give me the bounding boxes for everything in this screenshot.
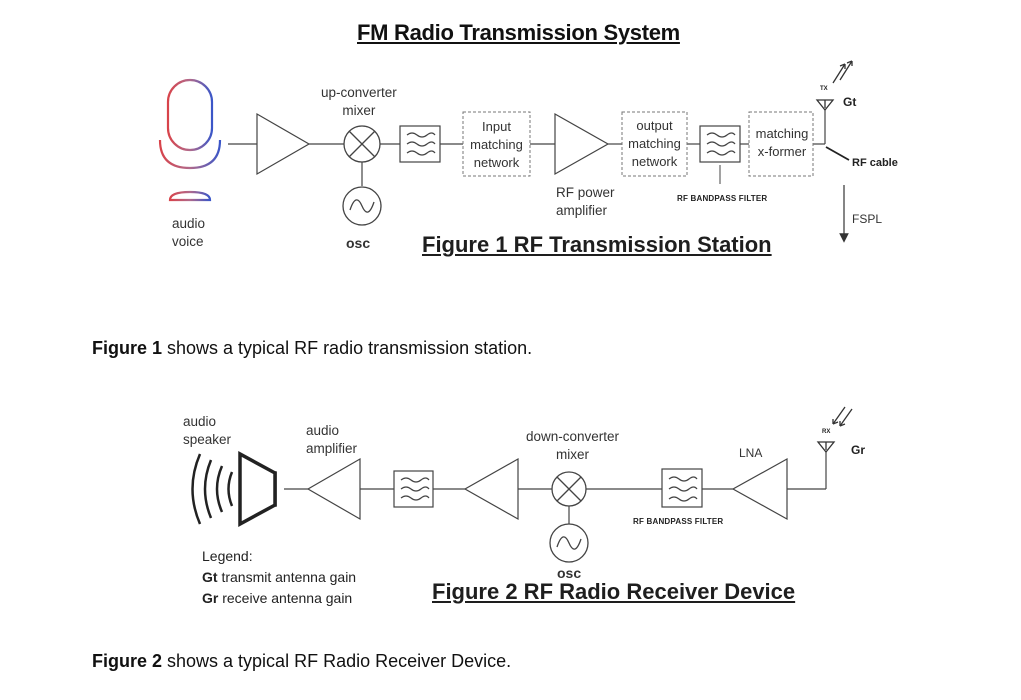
osc-label: osc [346,235,371,251]
audio-voice-label: audio voice [172,215,205,251]
bandpass-filter-icon [399,125,441,163]
rf-bandpass-filter-icon [661,468,703,508]
figure2-title: Figure 2 RF Radio Receiver Device [432,579,796,604]
audio-speaker-line1: audio [183,414,217,429]
matching-xformer-line1: matching [755,126,809,141]
figure1-title: Figure 1 RF Transmission Station [422,232,772,257]
page-title: FM Radio Transmission System [357,20,680,45]
legend-gt-text: transmit antenna gain [217,569,357,585]
fspl-label: FSPL [852,212,883,226]
oscillator-icon [549,523,589,563]
caption2-bold: Figure 2 [92,651,163,671]
matching-xformer-label: matching x-former [751,125,813,161]
audio-amplifier-line1: audio [306,423,340,438]
tx-label: TX [820,86,828,92]
fig2-signal-path [284,452,827,524]
upconverter-label-line1: up-converter [321,85,397,100]
output-matching-line1: output [636,118,673,133]
output-matching-line2: matching [628,136,681,151]
lna-label: LNA [739,446,763,460]
upconverter-label: up-converter mixer [321,84,397,120]
gt-label: Gt [843,95,857,109]
audio-label: audio [172,216,206,231]
caption1-text: shows a typical RF radio transmission st… [162,338,533,358]
microphone-icon [158,78,222,202]
tx-antenna-icon [815,60,853,112]
rf-power-amp-line1: RF power [556,185,615,200]
voice-label: voice [172,234,204,249]
downconverter-mixer-icon [551,471,587,507]
caption-figure2: Figure 2 shows a typical RF Radio Receiv… [92,651,511,672]
bandpass-filter-icon [393,470,434,508]
output-matching-label: output matching network [624,117,685,171]
gr-label: Gr [851,443,866,457]
input-matching-label: Input matching network [466,118,527,172]
rf-power-amp-line2: amplifier [556,203,608,218]
caption1-bold: Figure 1 [92,338,163,358]
input-matching-line1: Input [482,119,511,134]
legend-item-gt: Gt transmit antenna gain [202,567,356,588]
legend-gt-symbol: Gt [202,569,218,585]
rf-bandpass-filter-icon [699,125,741,163]
matching-xformer-line2: x-former [757,144,807,159]
input-matching-line3: network [473,155,520,170]
lna-icon [731,457,788,521]
caption2-text: shows a typical RF Radio Receiver Device… [162,651,512,671]
rf-power-amplifier-icon [554,112,610,176]
input-matching-network-box [462,111,531,177]
legend: Legend: Gt transmit antenna gain Gr rece… [202,546,356,609]
oscillator-icon [342,186,382,226]
legend-gr-text: receive antenna gain [218,590,353,606]
rf-cable-label: RF cable [852,157,898,169]
upconverter-mixer-icon [343,125,381,163]
downconverter-line1: down-converter [526,429,620,444]
downconverter-line2: mixer [556,447,590,462]
rf-power-amp-label: RF power amplifier [556,184,615,220]
osc-label-2: osc [557,565,582,581]
legend-gr-symbol: Gr [202,590,219,606]
rf-bandpass-label-2: RF BANDPASS FILTER [633,517,724,526]
downconverter-label: down-converter mixer [526,428,619,464]
if-amplifier-icon [463,457,519,521]
rx-antenna-icon [816,406,853,454]
audio-speaker-line2: speaker [183,432,232,447]
legend-item-gr: Gr receive antenna gain [202,588,356,609]
audio-amplifier-label: audio amplifier [306,422,357,458]
rf-bandpass-label: RF BANDPASS FILTER [677,194,768,203]
speaker-icon [191,451,277,527]
matching-xformer-box [748,111,814,177]
output-matching-network-box [621,111,688,177]
upconverter-label-line2: mixer [342,103,376,118]
input-matching-line2: matching [470,137,523,152]
audio-amplifier-icon [306,457,361,521]
legend-heading: Legend: [202,548,253,564]
audio-amplifier-icon [256,112,311,176]
output-matching-line3: network [631,154,678,169]
fig1-signal-path [228,108,826,186]
audio-speaker-label: audio speaker [183,413,231,449]
rx-label: RX [822,429,831,435]
audio-amplifier-line2: amplifier [306,441,358,456]
caption-figure1: Figure 1 shows a typical RF radio transm… [92,338,532,359]
